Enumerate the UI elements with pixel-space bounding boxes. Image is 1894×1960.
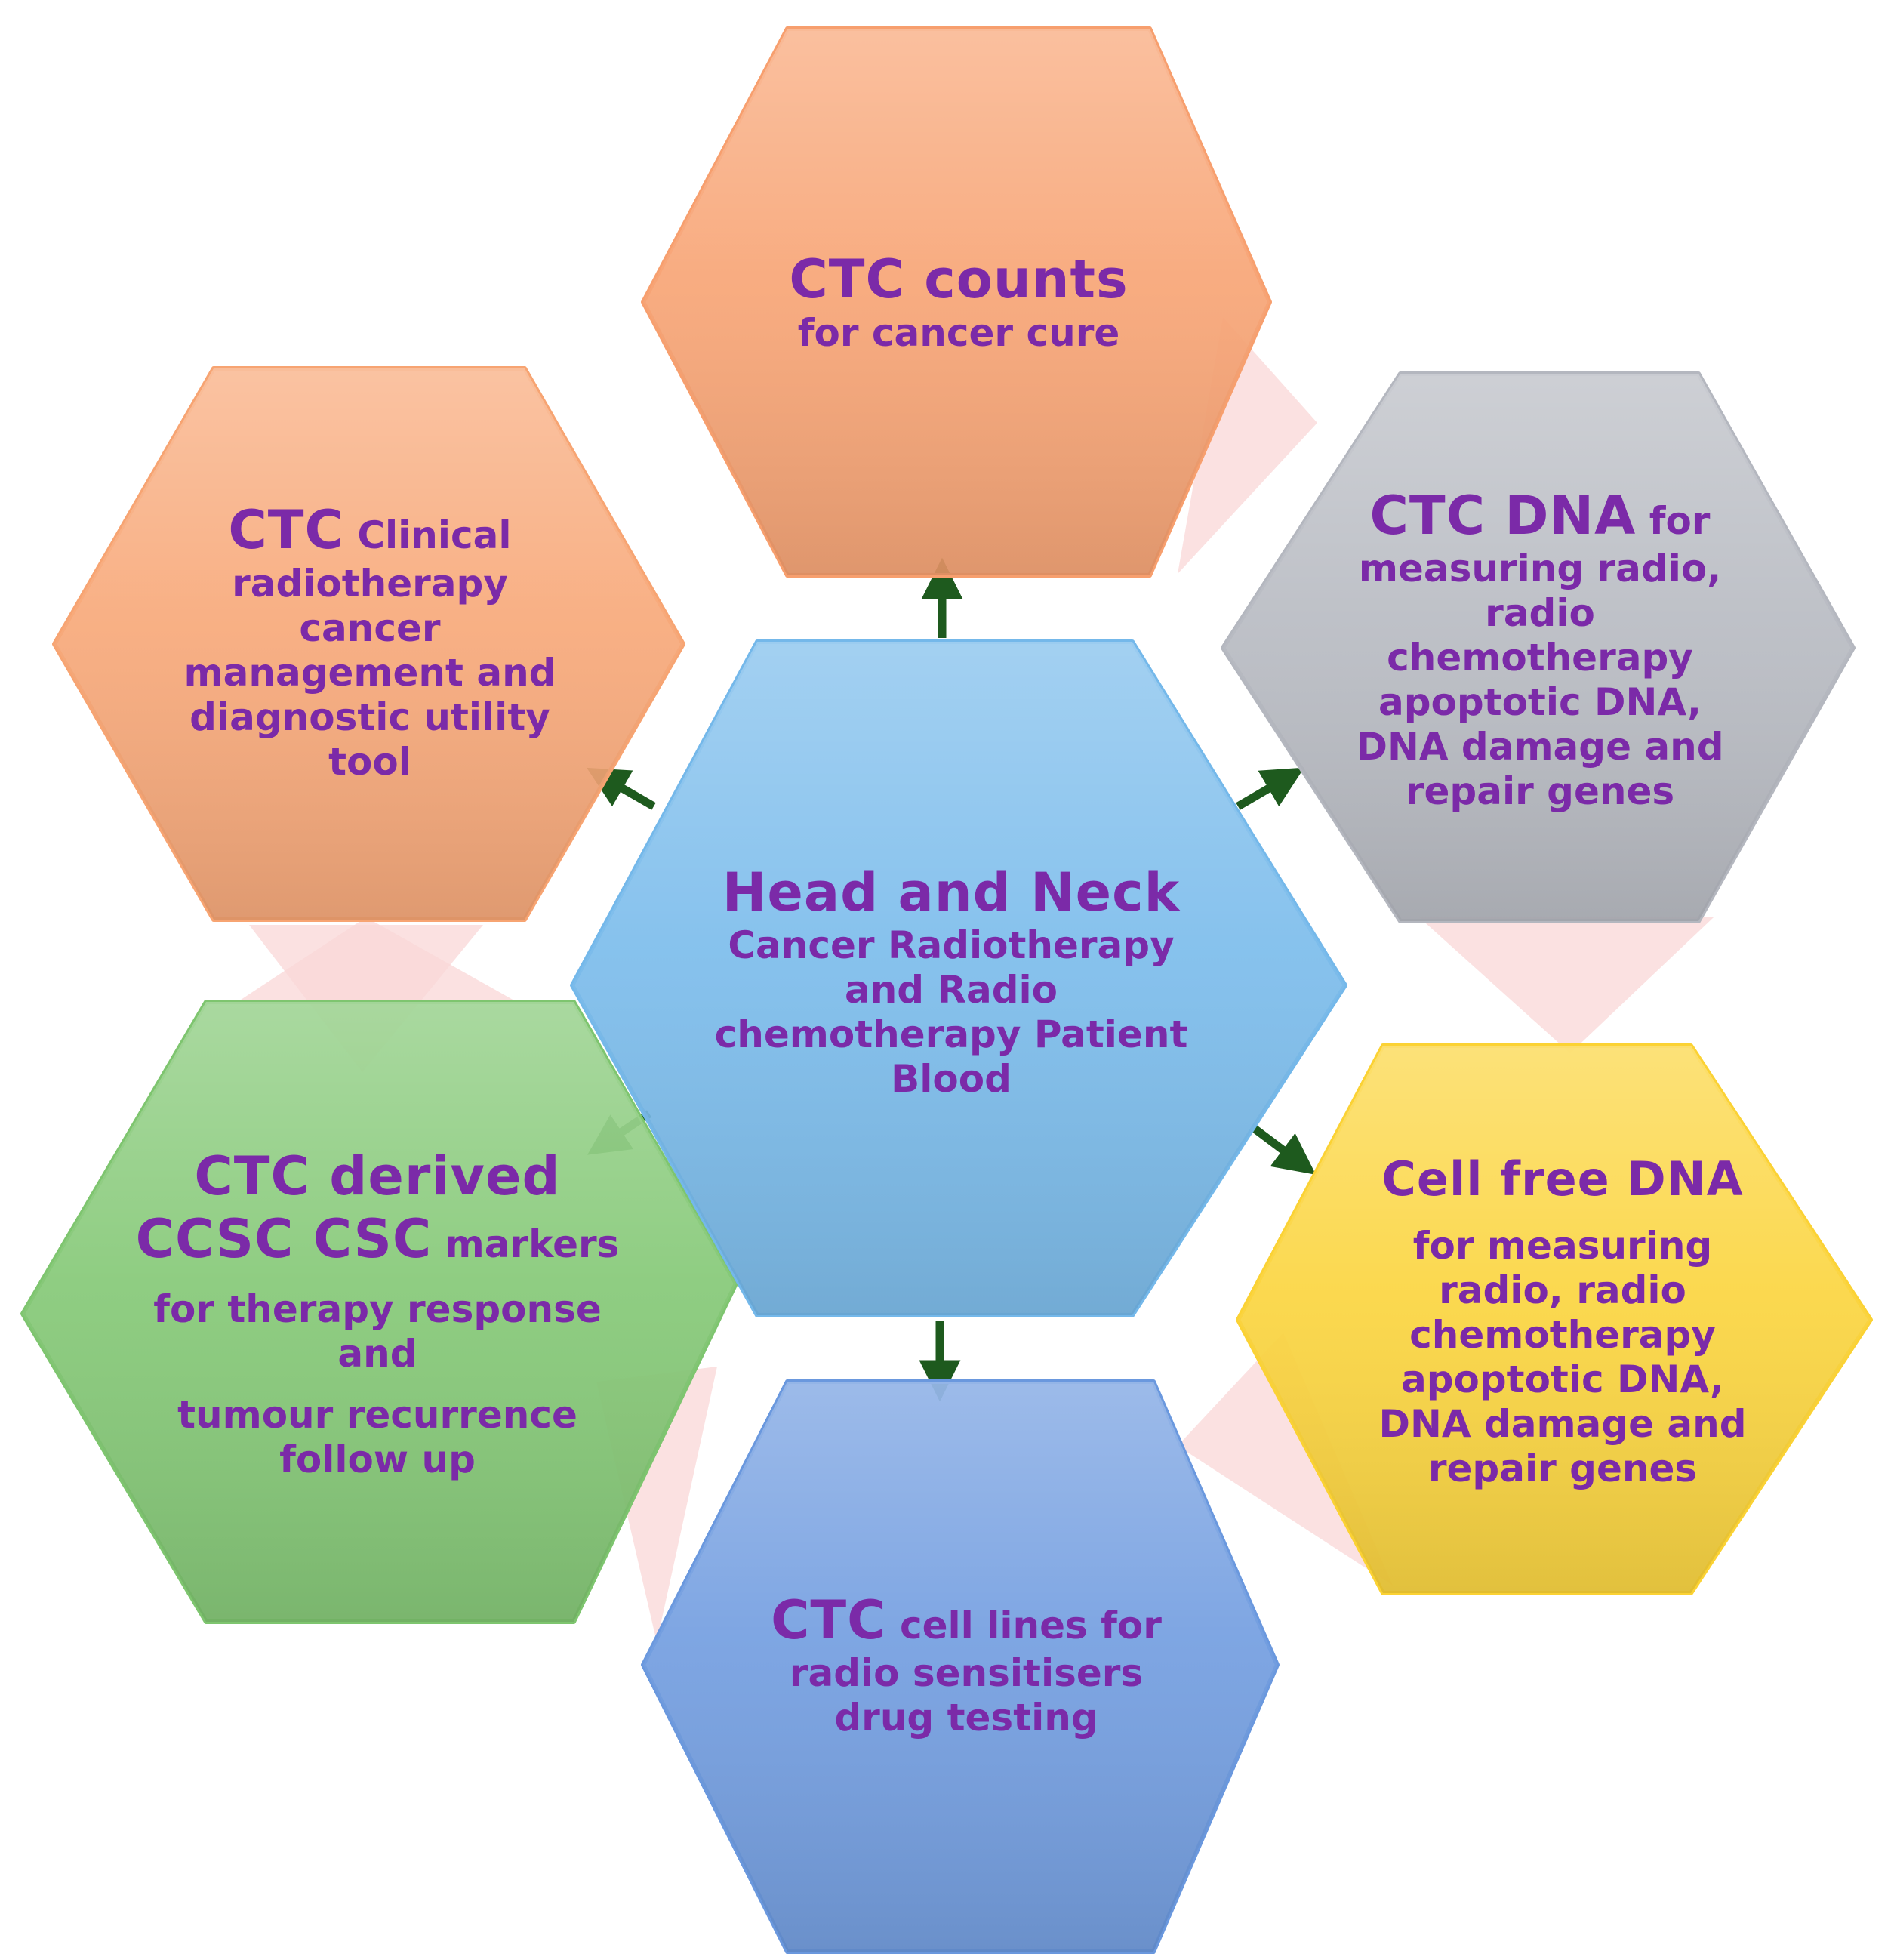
bottom-first-line: CTC cell lines for: [771, 1589, 1162, 1652]
lower-left-line-b1: tumour recurrence: [177, 1392, 577, 1437]
upper-right-line-5: DNA damage and: [1356, 725, 1724, 769]
lower-left-title: CTC derived: [194, 1145, 561, 1208]
upper-right-title: CTC DNA: [1369, 484, 1637, 547]
upper-right-first-line: CTC DNA for: [1370, 485, 1711, 547]
lower-left-line-b2: follow up: [279, 1437, 476, 1481]
center-line-1: Cancer Radiotherapy: [728, 923, 1175, 968]
upper-right-line-2: radio: [1485, 591, 1595, 636]
top-title: CTC counts: [789, 248, 1129, 311]
hexagon-center-shine: [572, 642, 1345, 1315]
label-bottom: CTC cell lines for radio sensitisers dru…: [679, 1570, 1253, 1759]
lower-right-line-6: repair genes: [1427, 1446, 1698, 1490]
connector-upper-left-center: [249, 925, 483, 1072]
label-top: CTC counts for cancer cure: [664, 227, 1253, 378]
center-line-3: chemotherapy Patient: [714, 1012, 1188, 1057]
upper-left-line-4: diagnostic utility: [189, 695, 550, 739]
hexagon-bottom: [641, 1379, 1280, 1954]
upper-right-line-6: repair genes: [1405, 769, 1675, 814]
lower-right-line-2: radio, radio: [1439, 1268, 1686, 1312]
connector-upper-right-lower-right: [1419, 917, 1714, 1053]
bottom-line-1: radio sensitisers: [789, 1651, 1144, 1696]
hexagon-top: [641, 26, 1272, 578]
hexagon-upper-left-shine: [54, 368, 683, 920]
label-lower-left: CTC derived CCSC CSC markers for therapy…: [98, 1125, 657, 1502]
lower-right-line-3: chemotherapy: [1409, 1312, 1716, 1357]
bottom-line-2: drug testing: [834, 1696, 1098, 1740]
upper-left-line-5: tool: [328, 739, 411, 784]
hexagon-top-shine: [643, 29, 1270, 575]
hexagon-lower-left: [20, 1000, 738, 1624]
hexagon-lower-left-shine: [23, 1002, 736, 1622]
lower-right-line-5: DNA damage and: [1378, 1401, 1747, 1446]
lower-left-title2: CCSC CSC: [135, 1208, 433, 1270]
label-center: Head and Neck Cancer Radiotherapy and Ra…: [679, 838, 1223, 1125]
hexagon-lower-right: [1236, 1043, 1873, 1595]
upper-left-line-1: radiotherapy: [232, 561, 508, 606]
center-title: Head and Neck: [722, 861, 1181, 923]
lower-left-title2-line: CCSC CSC markers: [136, 1208, 620, 1271]
upper-right-line-3: chemotherapy: [1387, 636, 1693, 680]
bottom-title: CTC: [771, 1589, 887, 1651]
top-line-1: for cancer cure: [797, 310, 1120, 355]
lower-right-line-4: apoptotic DNA,: [1401, 1357, 1724, 1401]
upper-left-first-line: CTC Clinical: [228, 499, 511, 562]
lower-left-title2-rest: markers: [432, 1222, 620, 1266]
arrow-to-upper-left: [587, 767, 656, 810]
center-line-4: Blood: [891, 1057, 1012, 1102]
label-lower-right: Cell free DNA for measuring radio, radio…: [1329, 1140, 1797, 1502]
arrow-to-lower-right: [1252, 1125, 1317, 1175]
upper-left-line-2: cancer: [299, 606, 441, 650]
bottom-first-rest: cell lines for: [886, 1603, 1162, 1647]
lower-right-title: Cell free DNA: [1381, 1151, 1744, 1207]
arrow-to-upper-right: [1236, 767, 1304, 810]
lower-left-line-a1: for therapy response: [153, 1287, 602, 1331]
upper-right-first-rest: for: [1636, 498, 1711, 543]
lower-right-line-1: for measuring: [1412, 1223, 1713, 1268]
hexagon-upper-right: [1221, 371, 1856, 923]
hexagon-center: [570, 639, 1347, 1317]
center-line-2: and Radio: [844, 968, 1058, 1012]
lower-left-line-a2: and: [337, 1331, 417, 1376]
label-upper-right: CTC DNA for measuring radio, radio chemo…: [1298, 453, 1782, 846]
hexagon-upper-right-shine: [1223, 374, 1853, 921]
hexagon-lower-right-shine: [1238, 1046, 1871, 1593]
upper-left-first-rest: Clinical: [343, 513, 512, 558]
upper-left-title: CTC: [228, 499, 344, 562]
connector-shapes: [234, 317, 1714, 1642]
label-upper-left: CTC Clinical radiotherapy cancer managem…: [136, 491, 604, 793]
upper-right-line-4: apoptotic DNA,: [1378, 680, 1702, 725]
hexagon-bottom-shine: [643, 1382, 1277, 1952]
connector-lower-right-bottom: [1178, 1333, 1393, 1586]
upper-left-line-3: management and: [183, 650, 556, 695]
hexagon-upper-left: [52, 366, 685, 922]
upper-right-line-1: measuring radio,: [1358, 547, 1722, 591]
